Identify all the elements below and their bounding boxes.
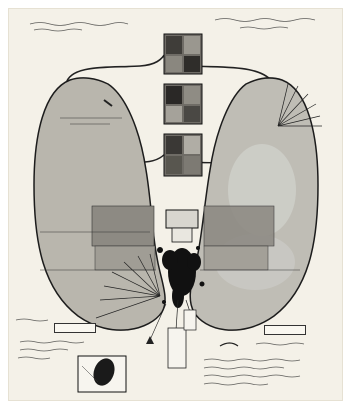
- lower-photo-strip: [164, 134, 202, 176]
- middle-photo-strip: [164, 84, 202, 124]
- bottom-right-notes: [204, 343, 304, 385]
- right-plate-label: [264, 325, 306, 335]
- top-right-handwriting: [215, 19, 315, 30]
- left-lobe: [34, 78, 165, 330]
- top-left-handwriting: [30, 23, 128, 32]
- small-center-frame: [166, 210, 198, 228]
- small-center-frame-inner: [172, 228, 192, 242]
- left-plate-label: [54, 323, 96, 333]
- top-photo-strip: [164, 34, 202, 74]
